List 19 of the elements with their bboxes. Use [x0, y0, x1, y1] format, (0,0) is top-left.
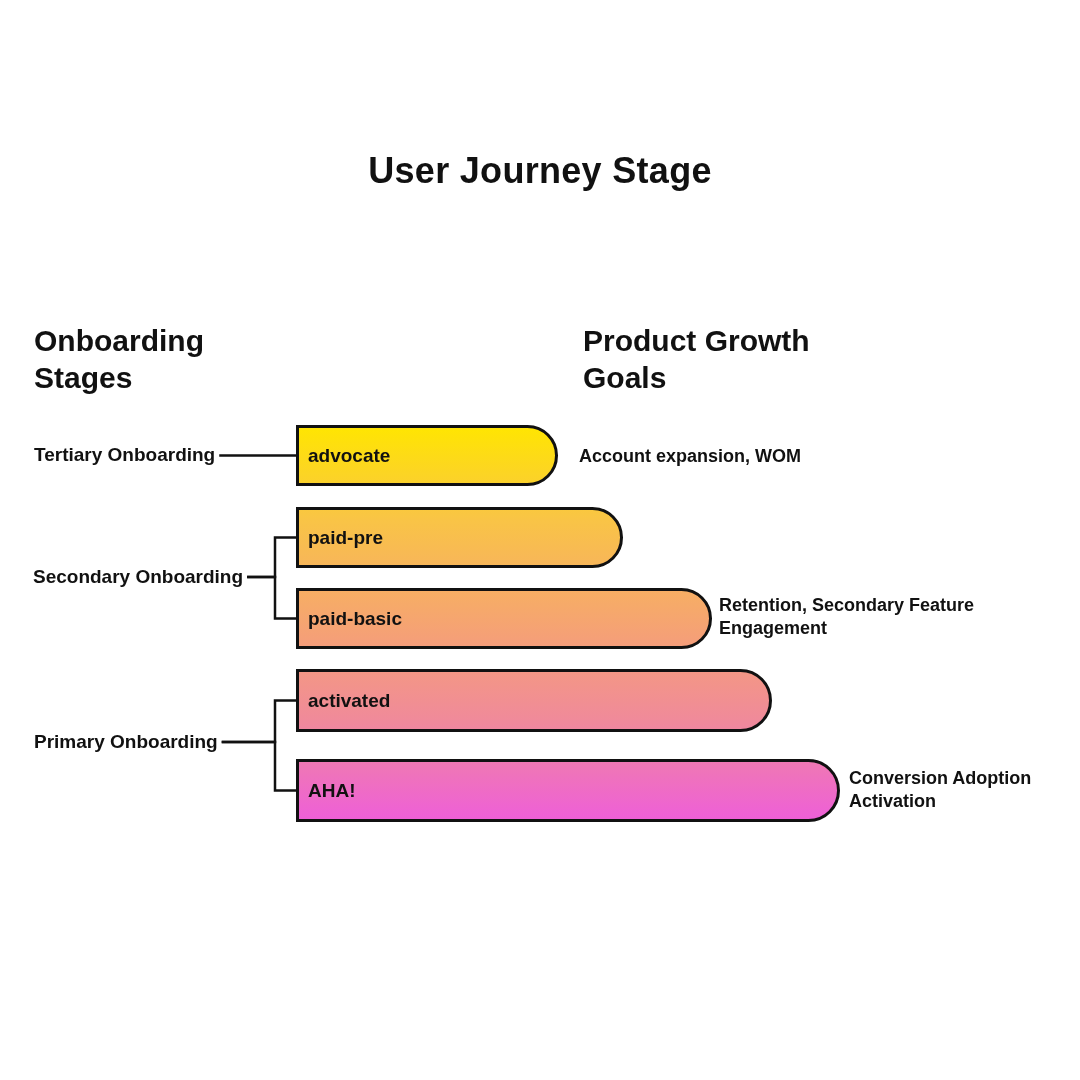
- stage-bar: [296, 507, 623, 568]
- stage-bar: [296, 669, 772, 732]
- column-heading: Product Growth Goals: [583, 323, 811, 396]
- bracket-connector: [219, 454, 296, 457]
- bar-label: paid-pre: [308, 526, 383, 549]
- goal-text: Retention, Secondary Feature Engagement: [719, 594, 976, 640]
- stage-label: Primary Onboarding: [34, 730, 218, 754]
- bracket-connector: [247, 575, 296, 620]
- title: User Journey Stage: [367, 150, 713, 192]
- stage-label: Secondary Onboarding: [33, 565, 244, 589]
- bar-label: paid-basic: [308, 607, 402, 630]
- bar-label: advocate: [308, 444, 391, 467]
- goal-text: Conversion Adoption Activation: [849, 767, 1033, 813]
- goal-text: Account expansion, WOM: [579, 445, 802, 468]
- bar-label: AHA!: [308, 779, 356, 802]
- bracket-connector: [221, 740, 296, 792]
- column-heading: Onboarding Stages: [34, 323, 205, 396]
- stage-label: Tertiary Onboarding: [34, 443, 216, 467]
- bar-label: activated: [308, 689, 391, 712]
